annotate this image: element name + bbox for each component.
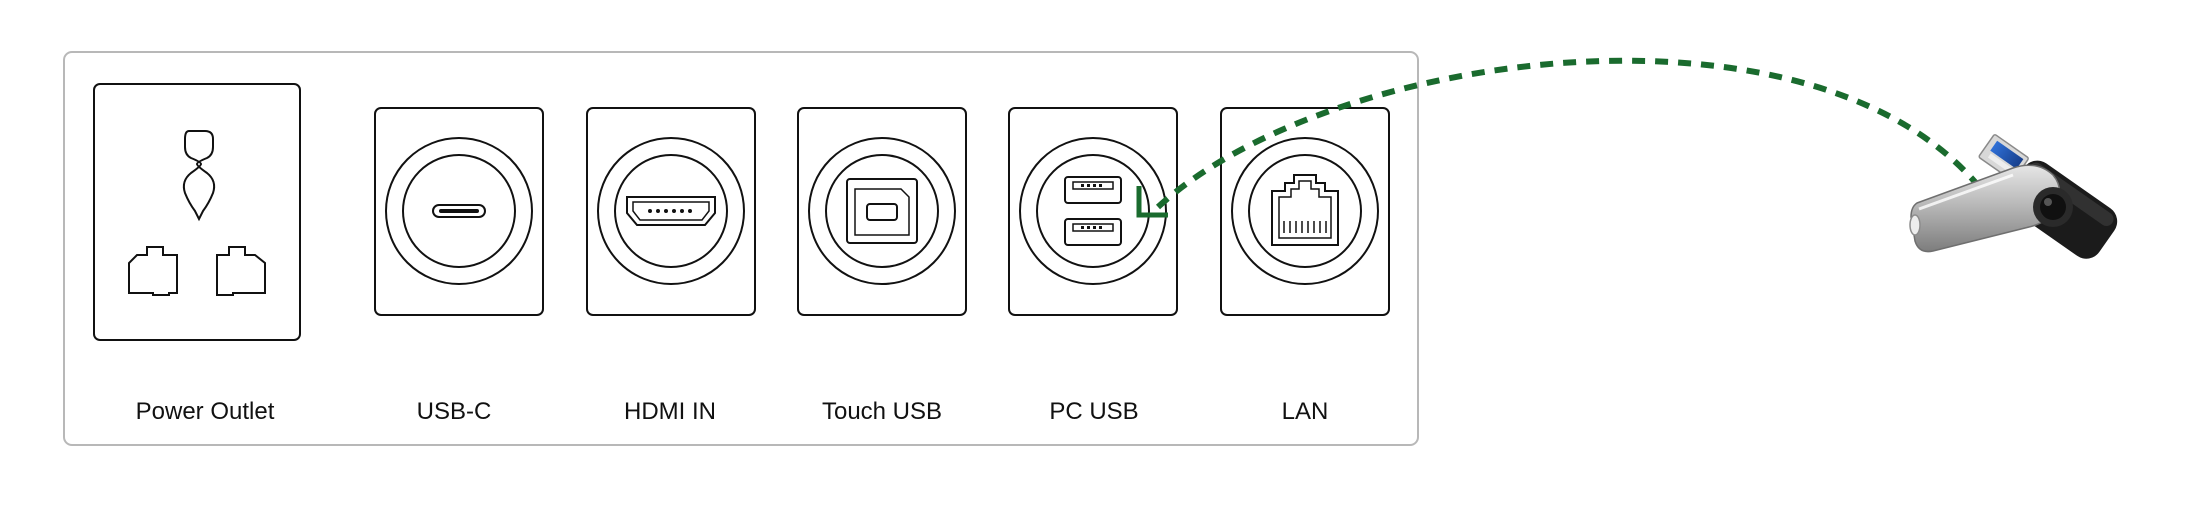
usb-c-port-icon xyxy=(374,107,544,316)
port-label-pc-usb: PC USB xyxy=(1049,398,1139,425)
port-label-lan: LAN xyxy=(1281,398,1329,425)
power-outlet-icon xyxy=(93,83,301,341)
touch-usb-port xyxy=(797,107,967,316)
port-label-touch-usb: Touch USB xyxy=(821,398,943,425)
port-label-hdmi: HDMI IN xyxy=(624,398,716,425)
port-label-power: Power Outlet xyxy=(135,398,275,425)
hdmi-port xyxy=(586,107,756,316)
usb-b-port-icon xyxy=(797,107,967,316)
usb-c-port xyxy=(374,107,544,316)
power-outlet xyxy=(93,83,301,341)
lan-port xyxy=(1220,107,1390,316)
hdmi-port-icon xyxy=(586,107,756,316)
pc-usb-port xyxy=(1008,107,1178,316)
port-label-usb-c: USB-C xyxy=(416,398,492,425)
usb-a-port-icon xyxy=(1008,107,1178,316)
rj45-port-icon xyxy=(1220,107,1390,316)
usb-flash-drive-icon xyxy=(1909,134,2118,259)
